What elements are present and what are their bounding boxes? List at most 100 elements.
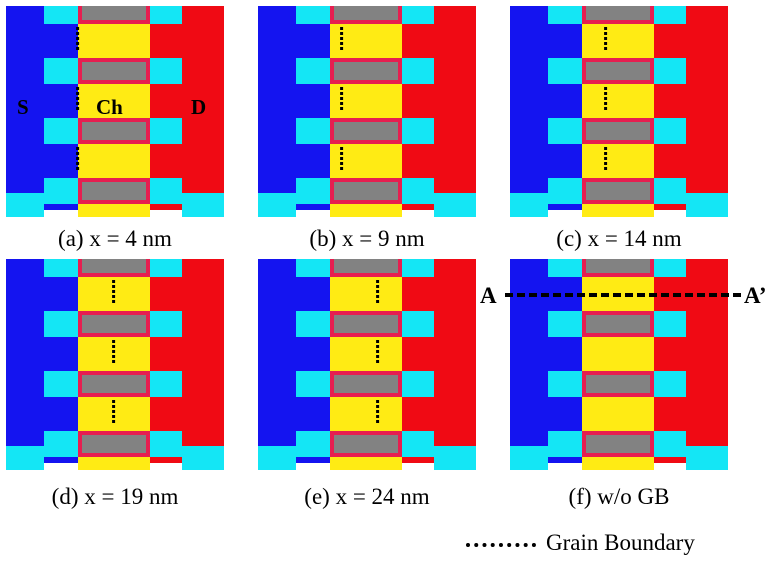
drain-label: D bbox=[191, 95, 207, 119]
gate-metal bbox=[334, 62, 398, 80]
drain-extension bbox=[150, 6, 182, 210]
gate-metal bbox=[82, 375, 146, 393]
bottom-spacer-left bbox=[510, 193, 548, 217]
source-region bbox=[6, 6, 44, 193]
gate-metal bbox=[82, 122, 146, 140]
caption-d: (d) x = 19 nm bbox=[51, 484, 179, 509]
cut-label-end: A’ bbox=[744, 283, 767, 308]
caption-c: (c) x = 14 nm bbox=[556, 226, 682, 251]
bottom-spacer-left bbox=[6, 193, 44, 217]
spacer-block-left bbox=[548, 371, 582, 397]
spacer-block-right bbox=[402, 178, 434, 204]
device-cross-section bbox=[6, 6, 224, 217]
spacer-block-right bbox=[150, 431, 182, 457]
gate-metal bbox=[334, 375, 398, 393]
channel-label: Ch bbox=[96, 95, 123, 119]
spacer-block-left bbox=[296, 6, 330, 24]
bottom-spacer-right bbox=[182, 193, 224, 217]
gate-metal bbox=[334, 435, 398, 453]
spacer-block-right bbox=[150, 371, 182, 397]
panel-a: S Ch D bbox=[6, 6, 224, 223]
source-region bbox=[6, 259, 44, 446]
bottom-spacer-right bbox=[434, 193, 476, 217]
gate-metal bbox=[334, 6, 398, 20]
gate-metal bbox=[586, 62, 650, 80]
gate-metal bbox=[82, 182, 146, 200]
bottom-spacer-right bbox=[182, 446, 224, 470]
spacer-block-left bbox=[44, 118, 78, 144]
drain-extension bbox=[402, 6, 434, 210]
spacer-block-right bbox=[150, 6, 182, 24]
drain-region bbox=[182, 259, 224, 446]
spacer-block-left bbox=[44, 259, 78, 277]
device-cross-section bbox=[258, 6, 476, 217]
panel-b bbox=[258, 6, 476, 223]
device-cross-section bbox=[510, 6, 728, 217]
bottom-spacer-right bbox=[434, 446, 476, 470]
spacer-block-left bbox=[44, 431, 78, 457]
source-extension bbox=[548, 6, 582, 210]
spacer-block-right bbox=[654, 58, 686, 84]
caption-b: (b) x = 9 nm bbox=[309, 226, 425, 251]
spacer-block-right bbox=[150, 259, 182, 277]
spacer-block-left bbox=[44, 371, 78, 397]
bottom-spacer-left bbox=[258, 193, 296, 217]
grain-boundary-legend-label: Grain Boundary bbox=[546, 530, 695, 555]
spacer-block-right bbox=[402, 118, 434, 144]
spacer-block-left bbox=[44, 178, 78, 204]
spacer-block-right bbox=[654, 311, 686, 337]
spacer-block-left bbox=[296, 259, 330, 277]
spacer-block-right bbox=[402, 311, 434, 337]
grain-boundary-legend-line bbox=[466, 543, 536, 547]
drain-region bbox=[686, 6, 728, 193]
bottom-spacer-left bbox=[510, 446, 548, 470]
spacer-block-right bbox=[402, 371, 434, 397]
gate-metal bbox=[334, 182, 398, 200]
spacer-block-right bbox=[150, 58, 182, 84]
device-cross-section bbox=[6, 259, 224, 470]
gate-metal bbox=[82, 435, 146, 453]
spacer-block-right bbox=[150, 178, 182, 204]
drain-extension bbox=[150, 259, 182, 463]
spacer-block-left bbox=[44, 58, 78, 84]
spacer-block-left bbox=[296, 58, 330, 84]
drain-region bbox=[434, 6, 476, 193]
source-extension bbox=[44, 6, 78, 210]
gate-metal bbox=[82, 6, 146, 20]
spacer-block-right bbox=[402, 6, 434, 24]
gate-metal bbox=[586, 315, 650, 333]
spacer-block-left bbox=[548, 178, 582, 204]
spacer-block-left bbox=[548, 58, 582, 84]
spacer-block-left bbox=[296, 371, 330, 397]
gate-metal bbox=[586, 259, 650, 273]
gate-metal bbox=[586, 6, 650, 20]
gate-metal bbox=[82, 62, 146, 80]
cut-line bbox=[505, 293, 741, 297]
bottom-spacer-left bbox=[258, 446, 296, 470]
caption-e: (e) x = 24 nm bbox=[304, 484, 430, 509]
caption-f: (f) w/o GB bbox=[568, 484, 670, 509]
spacer-block-left bbox=[548, 259, 582, 277]
spacer-block-left bbox=[44, 311, 78, 337]
source-region bbox=[258, 259, 296, 446]
source-label: S bbox=[17, 95, 29, 119]
panel-e bbox=[258, 259, 476, 476]
drain-region bbox=[434, 259, 476, 446]
spacer-block-left bbox=[296, 178, 330, 204]
source-region bbox=[510, 259, 548, 446]
panel-c bbox=[510, 6, 728, 223]
gate-metal bbox=[334, 122, 398, 140]
spacer-block-right bbox=[654, 6, 686, 24]
panel-d bbox=[6, 259, 224, 476]
spacer-block-right bbox=[150, 118, 182, 144]
bottom-spacer-right bbox=[686, 193, 728, 217]
gate-metal bbox=[586, 182, 650, 200]
spacer-block-left bbox=[296, 431, 330, 457]
source-extension bbox=[296, 6, 330, 210]
drain-extension bbox=[654, 6, 686, 210]
spacer-block-left bbox=[548, 311, 582, 337]
bottom-spacer-right bbox=[686, 446, 728, 470]
cut-label-start: A bbox=[480, 283, 497, 308]
spacer-block-right bbox=[150, 311, 182, 337]
device-cross-section bbox=[510, 259, 728, 470]
